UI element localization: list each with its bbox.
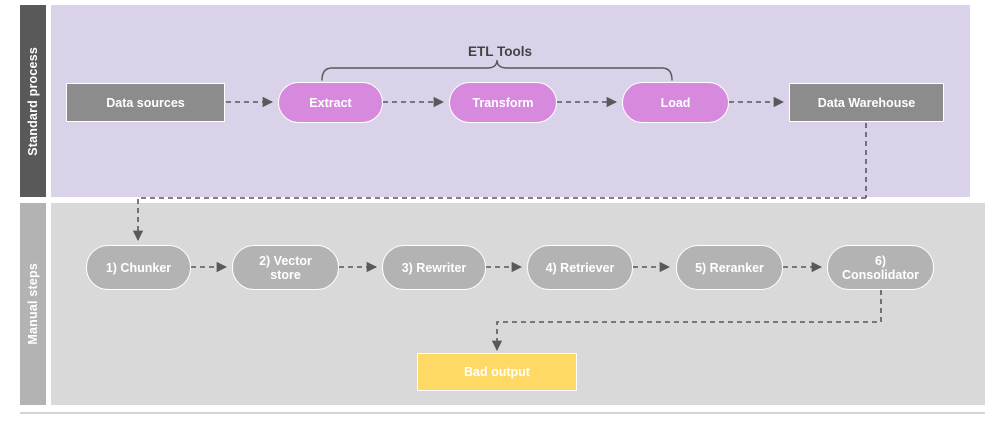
node-extract[interactable]: Extract (278, 82, 383, 123)
bottom-separator (20, 412, 985, 414)
lane-label-standard-process: Standard process (26, 46, 40, 156)
node-reranker[interactable]: 5) Reranker (676, 245, 783, 290)
lane-rail-manual-steps: Manual steps (20, 203, 46, 405)
node-data-sources[interactable]: Data sources (66, 83, 225, 122)
node-transform[interactable]: Transform (449, 82, 557, 123)
lane-rail-standard-process: Standard process (20, 5, 46, 197)
node-vector-store[interactable]: 2) Vector store (232, 245, 339, 290)
node-consolidator[interactable]: 6) Consolidator (827, 245, 934, 290)
node-rewriter[interactable]: 3) Rewriter (382, 245, 486, 290)
node-chunker[interactable]: 1) Chunker (86, 245, 191, 290)
node-load[interactable]: Load (622, 82, 729, 123)
lane-label-manual-steps: Manual steps (26, 263, 40, 345)
node-data-warehouse[interactable]: Data Warehouse (789, 83, 944, 122)
node-bad-output[interactable]: Bad output (417, 353, 577, 391)
node-retriever[interactable]: 4) Retriever (527, 245, 633, 290)
etl-tools-label: ETL Tools (468, 44, 532, 59)
